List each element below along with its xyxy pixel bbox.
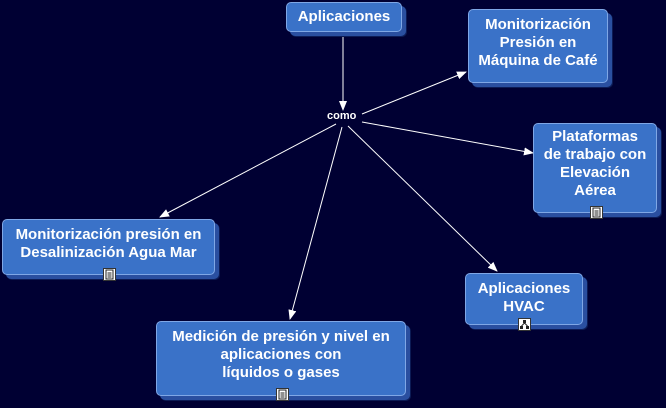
edge-to-cafe [361,71,467,115]
concept-label: Aplicaciones HVAC [477,280,571,315]
concept-root-aplicaciones[interactable]: Aplicaciones [286,2,402,32]
concept-label: Monitorización Presión en Máquina de Caf… [478,16,598,69]
document-icon[interactable] [276,388,289,401]
concept-label: Aplicaciones [297,8,391,25]
edge-to-desalinizacion [159,123,337,218]
concept-cafe[interactable]: Monitorización Presión en Máquina de Caf… [468,9,608,83]
edge-to-plataformas [361,121,534,156]
edge-to-hvac [347,125,498,272]
concept-label: Plataformas de trabajo con Elevación Aér… [543,128,647,199]
concept-hvac[interactable]: Aplicaciones HVAC [465,273,583,331]
concept-medicion[interactable]: Medición de presión y nivel en aplicacio… [156,321,406,401]
concept-desalinizacion[interactable]: Monitorización presión en Desalinización… [2,219,215,281]
edge-to-medicion [288,126,343,320]
concept-label: Medición de presión y nivel en aplicacio… [172,328,390,381]
concept-label: Monitorización presión en Desalinización… [15,226,202,261]
concept-plataformas[interactable]: Plataformas de trabajo con Elevación Aér… [533,123,657,219]
concept-map-icon[interactable] [518,318,531,331]
document-icon[interactable] [590,206,603,219]
linking-phrase-como: como [327,110,357,122]
document-icon[interactable] [103,268,116,281]
